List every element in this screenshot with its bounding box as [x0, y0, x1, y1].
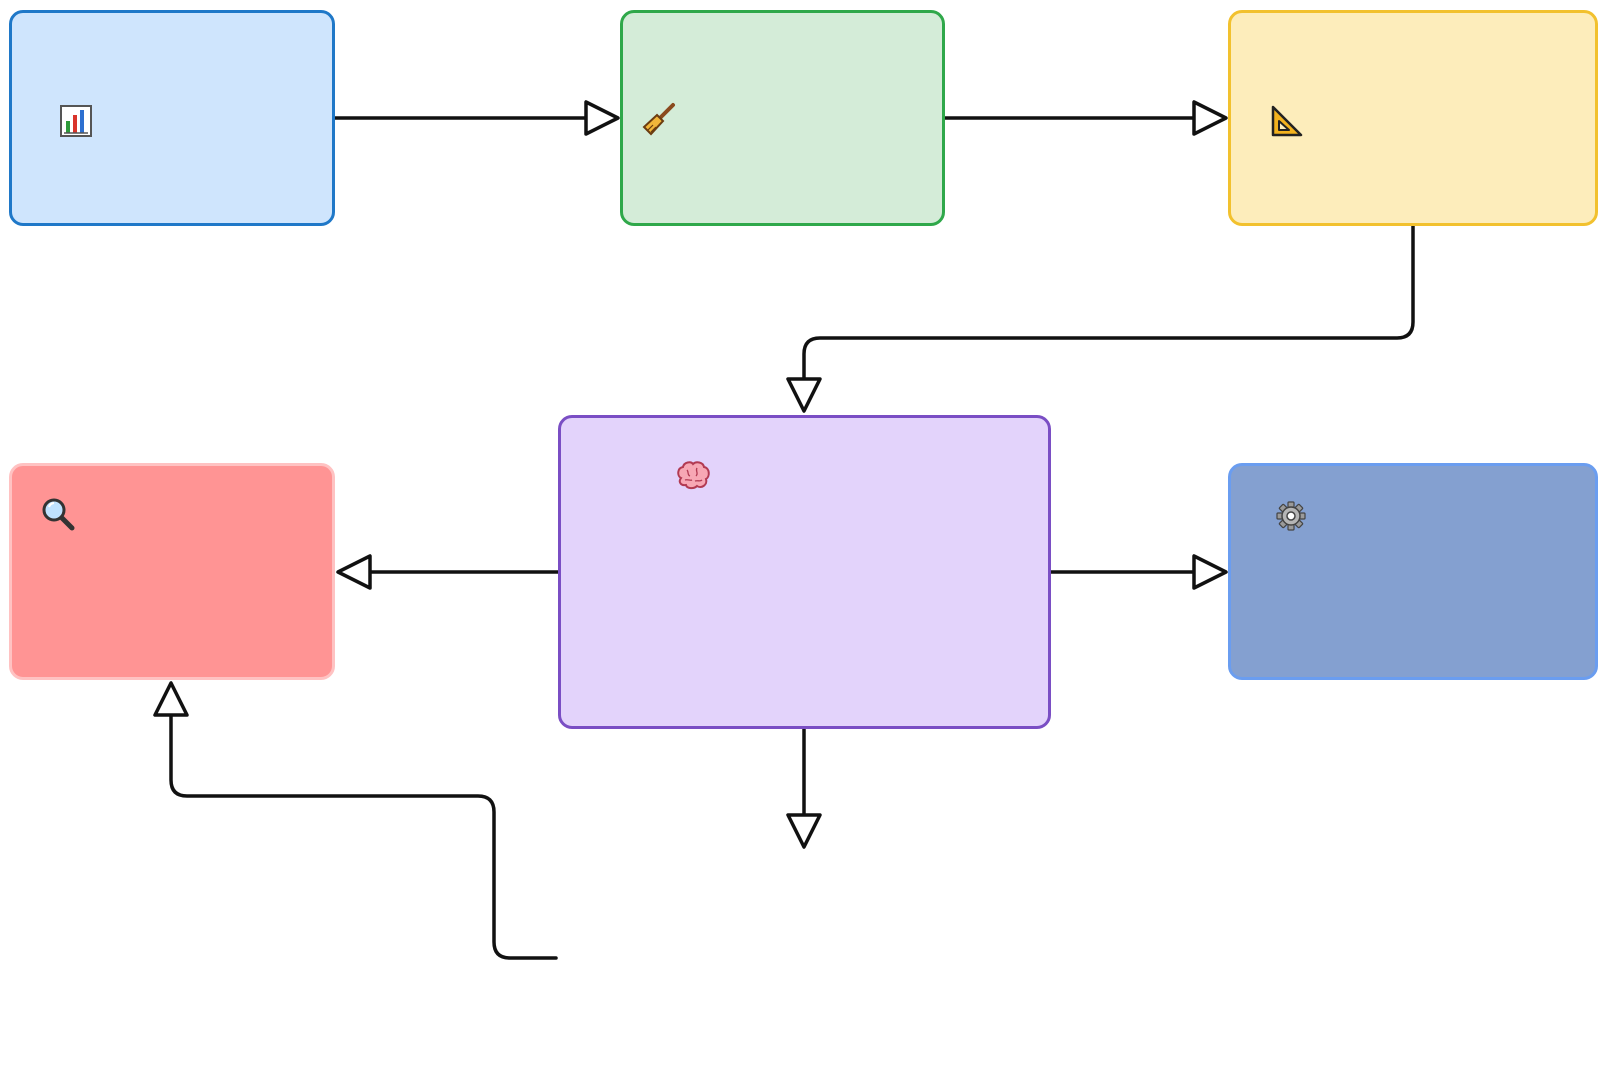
node-data-collection[interactable] [9, 10, 335, 226]
node-preprocessing[interactable] [620, 10, 945, 226]
arrowhead-downward [786, 813, 822, 849]
arrowhead-deployment [1192, 554, 1228, 590]
broom-icon [637, 101, 677, 141]
triangle-ruler-icon [1267, 101, 1307, 141]
bar-chart-icon [56, 101, 96, 141]
node-deployment[interactable] [1228, 463, 1598, 680]
arrowhead-feature-eng [1192, 100, 1228, 136]
node-model-training[interactable] [558, 415, 1051, 729]
arrowhead-preprocessing [584, 100, 620, 136]
gear-icon [1271, 496, 1311, 536]
arrowhead-model-training [786, 377, 822, 413]
arrowhead-evaluation-bottom [153, 681, 189, 717]
arrowhead-evaluation-left [336, 554, 372, 590]
edge-lower-to-evaluation [169, 713, 558, 960]
edge-feature-eng-to-model-training [802, 224, 1415, 380]
brain-icon [673, 456, 713, 496]
magnifier-icon [38, 494, 78, 534]
node-evaluation[interactable] [9, 463, 335, 680]
node-feature-eng[interactable] [1228, 10, 1598, 226]
